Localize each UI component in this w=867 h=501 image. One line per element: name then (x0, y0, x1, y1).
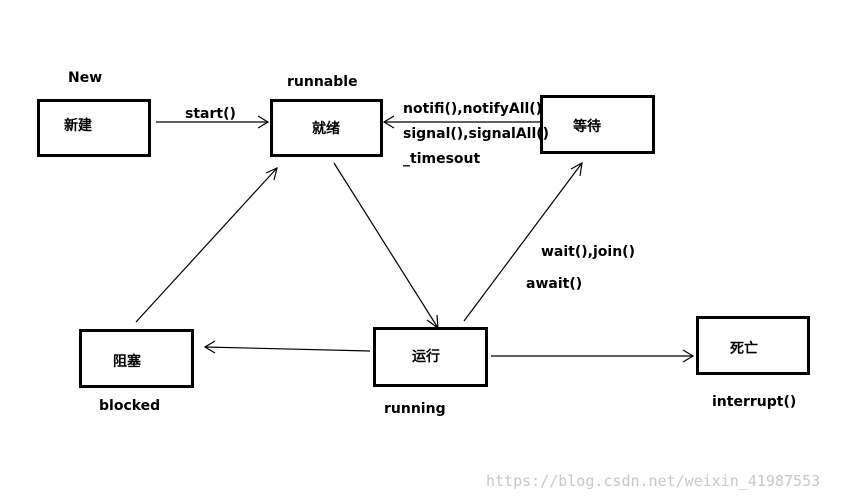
arrowhead-die (682, 349, 695, 363)
caption-dead: interrupt() (712, 394, 797, 410)
state-running-label: 运行 (412, 349, 440, 365)
arrowhead-start (257, 115, 270, 129)
arrowhead-unblock (265, 166, 278, 181)
arrowhead-block (203, 340, 216, 354)
state-dead-label: 死亡 (730, 341, 758, 357)
arrow-block (204, 346, 371, 352)
state-blocked-label: 阻塞 (113, 354, 141, 370)
state-running: 运行 (373, 327, 488, 387)
arrowhead-wait (570, 161, 583, 177)
state-new: 新建 (37, 99, 151, 157)
label-notify-2: signal(),signalAll() (403, 126, 550, 142)
arrow-dispatch (333, 162, 439, 329)
arrow-wait (463, 162, 583, 322)
label-wait-2: await() (526, 276, 583, 292)
label-notify-3: _timesout (403, 151, 481, 167)
state-blocked: 阻塞 (79, 329, 194, 388)
arrow-unblock (135, 167, 278, 323)
caption-new: New (68, 70, 103, 86)
state-runnable-label: 就绪 (312, 121, 340, 137)
state-waiting-label: 等待 (573, 119, 601, 135)
label-start: start() (185, 106, 236, 122)
state-waiting: 等待 (540, 95, 655, 154)
caption-runnable: runnable (287, 74, 358, 90)
caption-blocked: blocked (99, 398, 161, 414)
state-runnable: 就绪 (270, 99, 383, 157)
arrowhead-notify (382, 115, 395, 129)
label-wait-1: wait(),join() (541, 244, 635, 260)
watermark: https://blog.csdn.net/weixin_41987553 (486, 472, 821, 490)
state-dead: 死亡 (696, 316, 810, 375)
caption-running: running (384, 401, 446, 417)
label-notify-1: notifi(),notifyAll() (403, 101, 543, 117)
state-new-label: 新建 (64, 118, 92, 134)
